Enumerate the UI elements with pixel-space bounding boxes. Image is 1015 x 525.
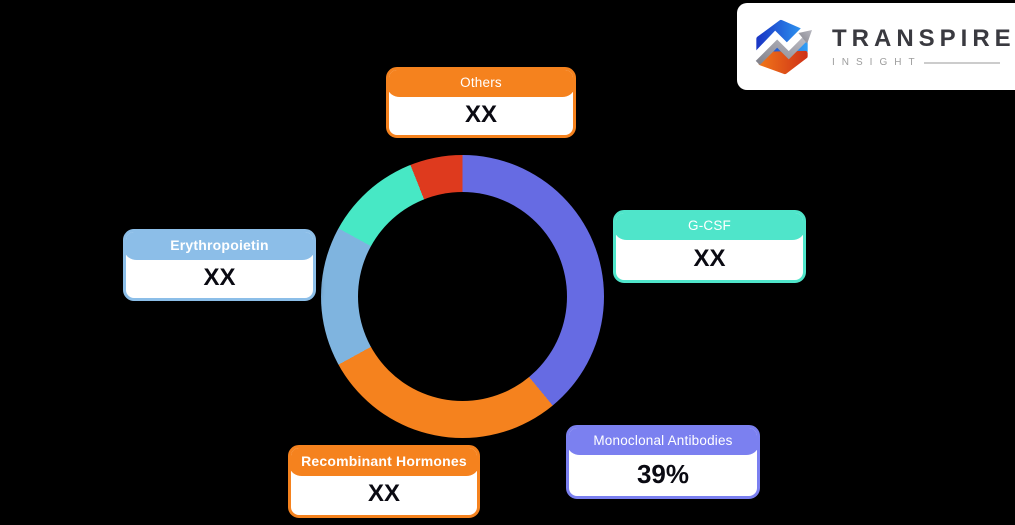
callout-gcsf: G-CSF XX: [613, 210, 806, 283]
callout-recombinant-hormones-value: XX: [367, 480, 400, 507]
callout-monoclonal-antibodies-label: Monoclonal Antibodies: [593, 433, 733, 448]
callout-others-value: XX: [464, 100, 497, 128]
donut-hole: [358, 192, 567, 401]
callout-erythropoietin-header: Erythropoietin: [126, 232, 313, 260]
callout-gcsf-value: XX: [693, 244, 726, 272]
callout-gcsf-label: G-CSF: [688, 218, 731, 233]
logo-text: TRANSPIRE INSIGHT: [832, 25, 1015, 68]
transpire-logo-icon: [751, 19, 813, 75]
callout-monoclonal-antibodies-value: 39%: [636, 458, 690, 489]
callout-erythropoietin-label: Erythropoietin: [170, 237, 269, 253]
brand-name: TRANSPIRE: [832, 25, 1015, 52]
sub-brand-name: INSIGHT: [832, 57, 922, 68]
callout-others-label: Others: [460, 75, 502, 90]
callout-gcsf-header: G-CSF: [616, 213, 803, 240]
callout-others-header: Others: [389, 70, 573, 97]
logo-card: TRANSPIRE INSIGHT: [737, 3, 1015, 90]
callout-others: Others XX: [386, 67, 576, 138]
callout-monoclonal-antibodies: Monoclonal Antibodies 39%: [566, 425, 760, 499]
sub-brand-row: INSIGHT: [832, 57, 1000, 68]
callout-recombinant-hormones: Recombinant Hormones XX: [288, 445, 480, 518]
callout-recombinant-hormones-header: Recombinant Hormones: [291, 448, 477, 476]
callout-erythropoietin: Erythropoietin XX: [123, 229, 316, 301]
callout-erythropoietin-value: XX: [203, 263, 236, 291]
sub-brand-underline: [923, 61, 1000, 64]
callout-monoclonal-antibodies-header: Monoclonal Antibodies: [569, 428, 757, 455]
donut-chart: [321, 155, 604, 438]
callout-recombinant-hormones-label: Recombinant Hormones: [301, 453, 467, 469]
